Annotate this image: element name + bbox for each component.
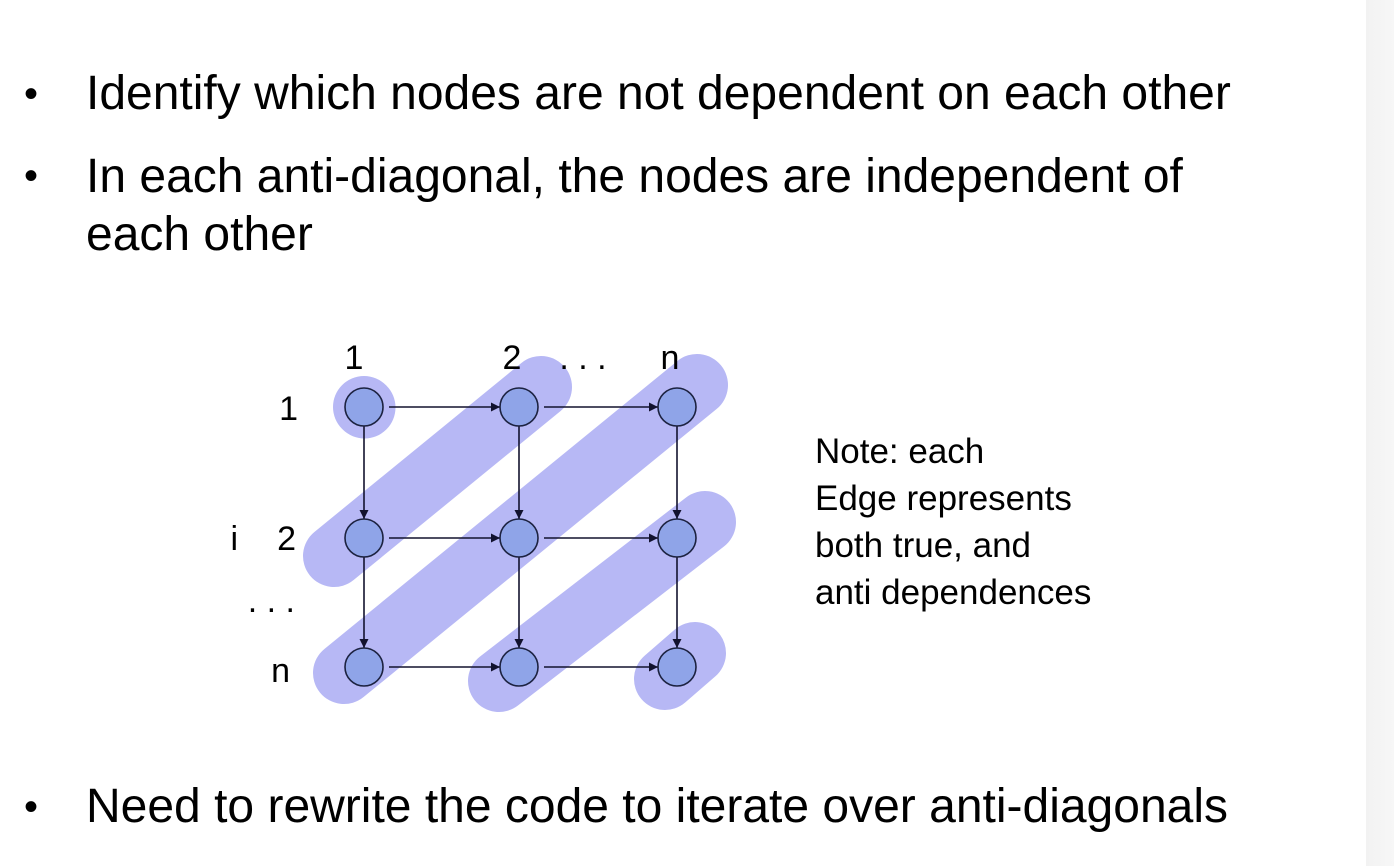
row-axis-label: i <box>230 520 238 558</box>
grid-node-r2-c1 <box>344 518 384 558</box>
bullet-1: • Identify which nodes are not dependent… <box>24 66 1231 122</box>
grid-node-r1-c3 <box>657 387 697 427</box>
note-line-2: Edge represents <box>815 479 1072 518</box>
row-ellipsis: . . . <box>248 582 295 620</box>
dependence-edges <box>359 402 682 672</box>
bullet-text: Need to rewrite the code to iterate over… <box>86 780 1228 833</box>
bullet-marker: • <box>24 154 39 198</box>
slide-edge-shadow <box>1366 0 1394 866</box>
grid-node-r1-c1 <box>344 387 384 427</box>
grid-nodes <box>344 387 697 687</box>
bullet-marker: • <box>24 785 39 829</box>
bullet-marker: • <box>24 72 39 116</box>
column-label-2: 2 <box>503 339 522 377</box>
column-label-n: n <box>661 339 680 377</box>
note-line-3: both true, and <box>815 526 1031 565</box>
bullet-3: • Need to rewrite the code to iterate ov… <box>24 779 1228 835</box>
bullet-text: In each anti-diagonal, the nodes are ind… <box>86 150 1183 261</box>
column-label-1: 1 <box>345 339 364 377</box>
grid-node-r2-c2 <box>499 518 539 558</box>
row-label-n: n <box>271 652 290 690</box>
row-label-2: 2 <box>277 520 296 558</box>
grid-node-r3-c2 <box>499 647 539 687</box>
row-label-1: 1 <box>279 390 298 428</box>
column-ellipsis: . . . <box>559 339 606 377</box>
note-line-1: Note: each <box>815 432 985 471</box>
grid-node-r3-c3 <box>657 647 697 687</box>
grid-node-r3-c1 <box>344 647 384 687</box>
grid-node-r2-c3 <box>657 518 697 558</box>
bullet-text: Identify which nodes are not dependent o… <box>86 67 1231 120</box>
diagram-note: Note: each Edge represents both true, an… <box>815 428 1175 616</box>
bullet-2: • In each anti-diagonal, the nodes are i… <box>24 148 1183 264</box>
grid-node-r1-c2 <box>499 387 539 427</box>
note-line-4: anti dependences <box>815 573 1092 612</box>
